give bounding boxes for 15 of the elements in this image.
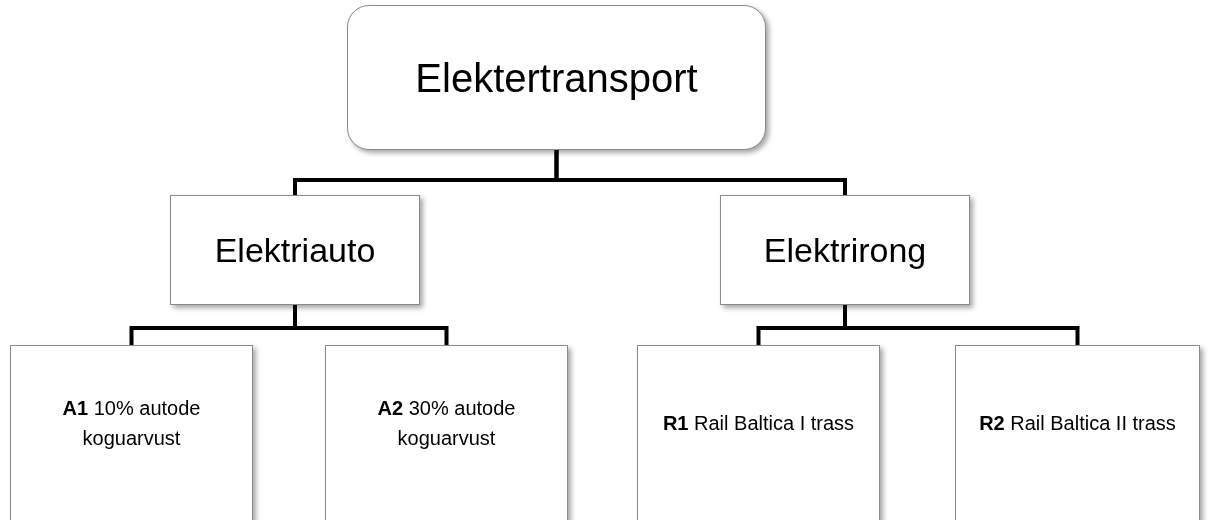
process-box (720, 195, 970, 305)
node-label: Elektriauto (214, 229, 376, 271)
process-box (955, 345, 1200, 520)
process-box (347, 5, 766, 150)
process-box (637, 345, 880, 520)
process-box (170, 195, 420, 305)
node-label: Elektrirong (763, 229, 927, 271)
node-label: A1 10% autode koguarvust (61, 396, 202, 451)
node-label: R2 Rail Baltica II trass (979, 411, 1176, 436)
process-box (10, 345, 253, 520)
node-label: R1 Rail Baltica I trass (662, 411, 855, 436)
node-label: Elektertransport (415, 54, 698, 102)
connector-line (554, 150, 847, 195)
node-label: A2 30% autode koguarvust (376, 396, 517, 451)
process-box (325, 345, 568, 520)
